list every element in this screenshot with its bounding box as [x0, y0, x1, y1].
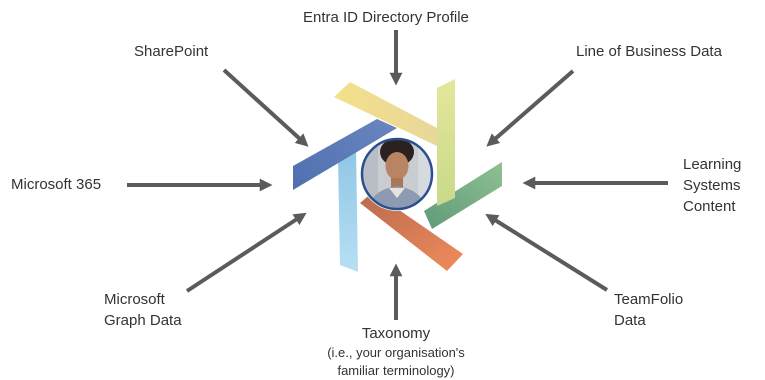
label-learning-line-3: Content: [683, 198, 736, 215]
arrows: [127, 30, 668, 320]
label-teamfolio: TeamFolio Data: [614, 289, 683, 331]
label-learning-systems: Learning Systems Content: [683, 154, 741, 217]
arrow-right-icon: [222, 68, 309, 147]
arrow-right-icon: [486, 69, 575, 147]
arrow-right-icon: [485, 213, 609, 292]
ribbon-petal-yellow: [334, 82, 437, 146]
ribbon-petal-green: [424, 162, 502, 229]
label-learning-line-1: Learning: [683, 156, 742, 173]
ribbon-petal-blue: [293, 119, 397, 190]
ribbon-petal-lightblue: [338, 148, 358, 272]
label-teamfolio-line-1: TeamFolio: [614, 291, 684, 308]
label-graph-line-2: Graph Data: [104, 312, 182, 329]
ribbon-logo: [293, 79, 502, 272]
label-taxonomy-title: Taxonomy: [361, 325, 431, 342]
label-learning-line-2: Systems: [683, 177, 741, 194]
label-taxonomy-detail-1: (i.e., your organisation's: [327, 345, 465, 360]
label-line-of-business: Line of Business Data: [576, 43, 722, 60]
label-teamfolio-line-2: Data: [614, 312, 646, 329]
label-taxonomy-detail-2: familiar terminology): [337, 363, 455, 378]
label-sharepoint: SharePoint: [134, 43, 209, 60]
label-microsoft-365: Microsoft 365: [11, 176, 102, 193]
ribbon-petal-orange: [360, 192, 463, 271]
person-photo-icon: [360, 137, 434, 211]
label-taxonomy: Taxonomy (i.e., your organisation's fami…: [296, 323, 496, 380]
ribbon-petal-lime: [437, 79, 455, 206]
label-graph-data: Microsoft Graph Data: [104, 289, 182, 331]
label-graph-line-1: Microsoft: [104, 291, 165, 308]
arrow-right-icon: [185, 212, 307, 293]
label-entra-id: Entra ID Directory Profile: [303, 9, 469, 26]
